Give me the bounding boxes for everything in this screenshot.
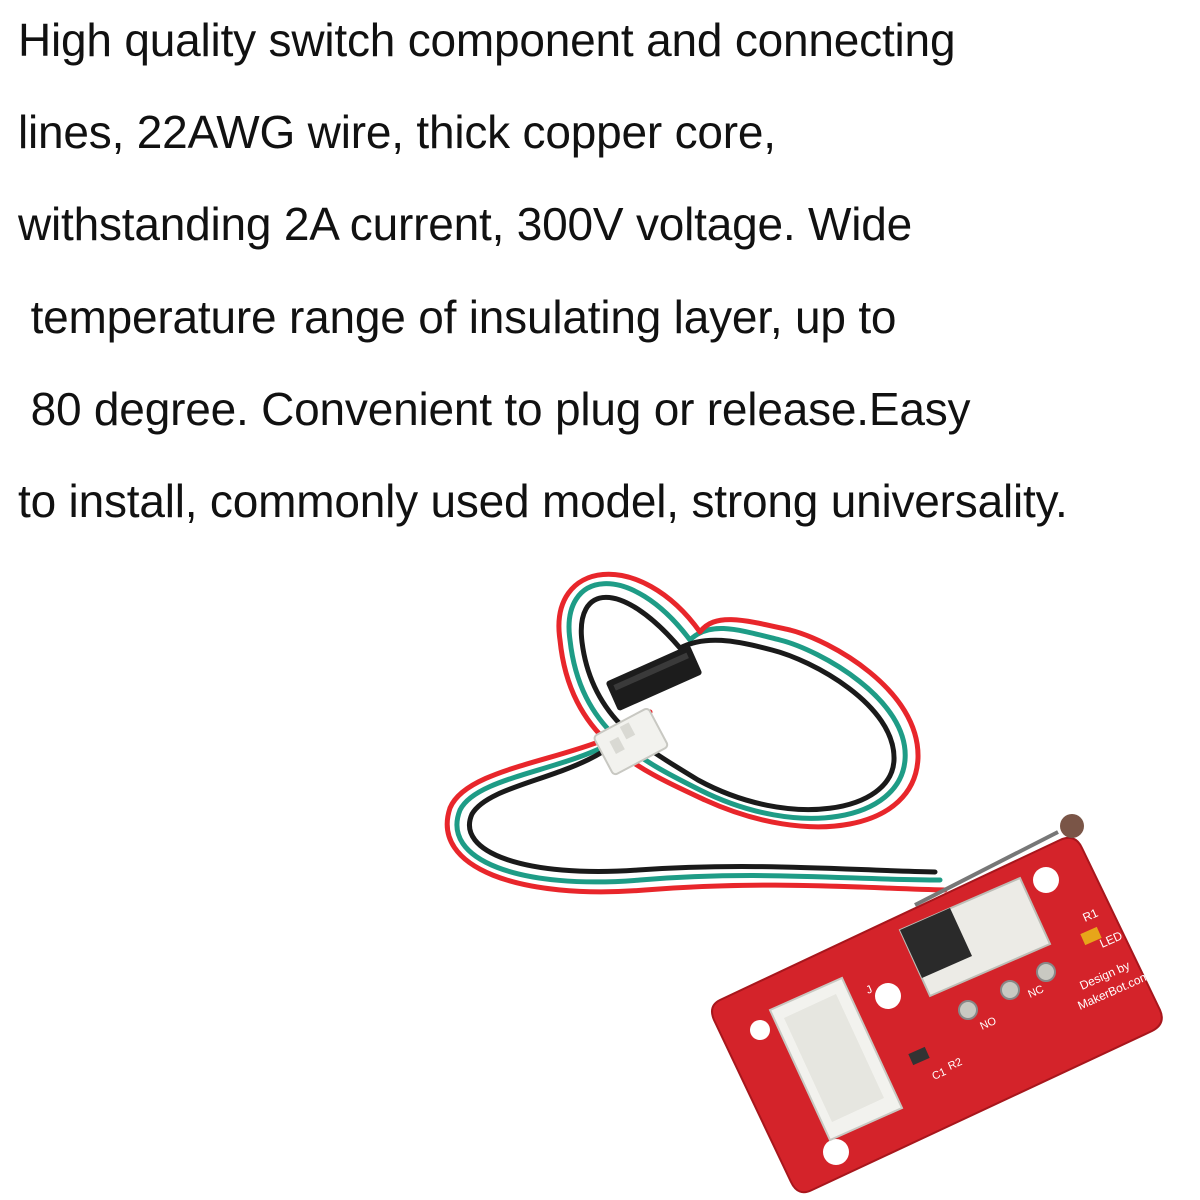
jst-connector <box>593 707 669 776</box>
wire-black-lower <box>467 725 938 875</box>
description-line-4: temperature range of insulating layer, u… <box>18 291 897 343</box>
endstop-switch-photo: R1 LED Design by MakerBot.com C1 R2 NO N… <box>444 571 1163 1194</box>
description-line-2: lines, 22AWG wire, thick copper core, <box>18 106 776 158</box>
silk-j: J <box>864 984 874 997</box>
dupont-connector <box>606 645 702 711</box>
description-line-6: to install, commonly used model, strong … <box>18 475 1068 527</box>
description-line-5: 80 degree. Convenient to plug or release… <box>18 383 971 435</box>
endstop-board: R1 LED Design by MakerBot.com C1 R2 NO N… <box>711 814 1163 1194</box>
wire-green-lower <box>454 717 943 885</box>
wire-red-lower <box>444 709 948 895</box>
wire-green-outer <box>566 581 908 821</box>
wire-bundle <box>444 571 948 895</box>
silk-c1: C1 <box>930 1066 948 1083</box>
wire-black-outer <box>578 594 897 813</box>
silk-r1: R1 <box>1081 906 1101 925</box>
description-line-3: withstanding 2A current, 300V voltage. W… <box>18 198 913 250</box>
wire-red-outer <box>556 571 921 830</box>
description-line-1: High quality switch component and connec… <box>18 14 956 66</box>
silk-r2: R2 <box>946 1056 964 1073</box>
silk-nc: NC <box>1026 983 1045 1000</box>
